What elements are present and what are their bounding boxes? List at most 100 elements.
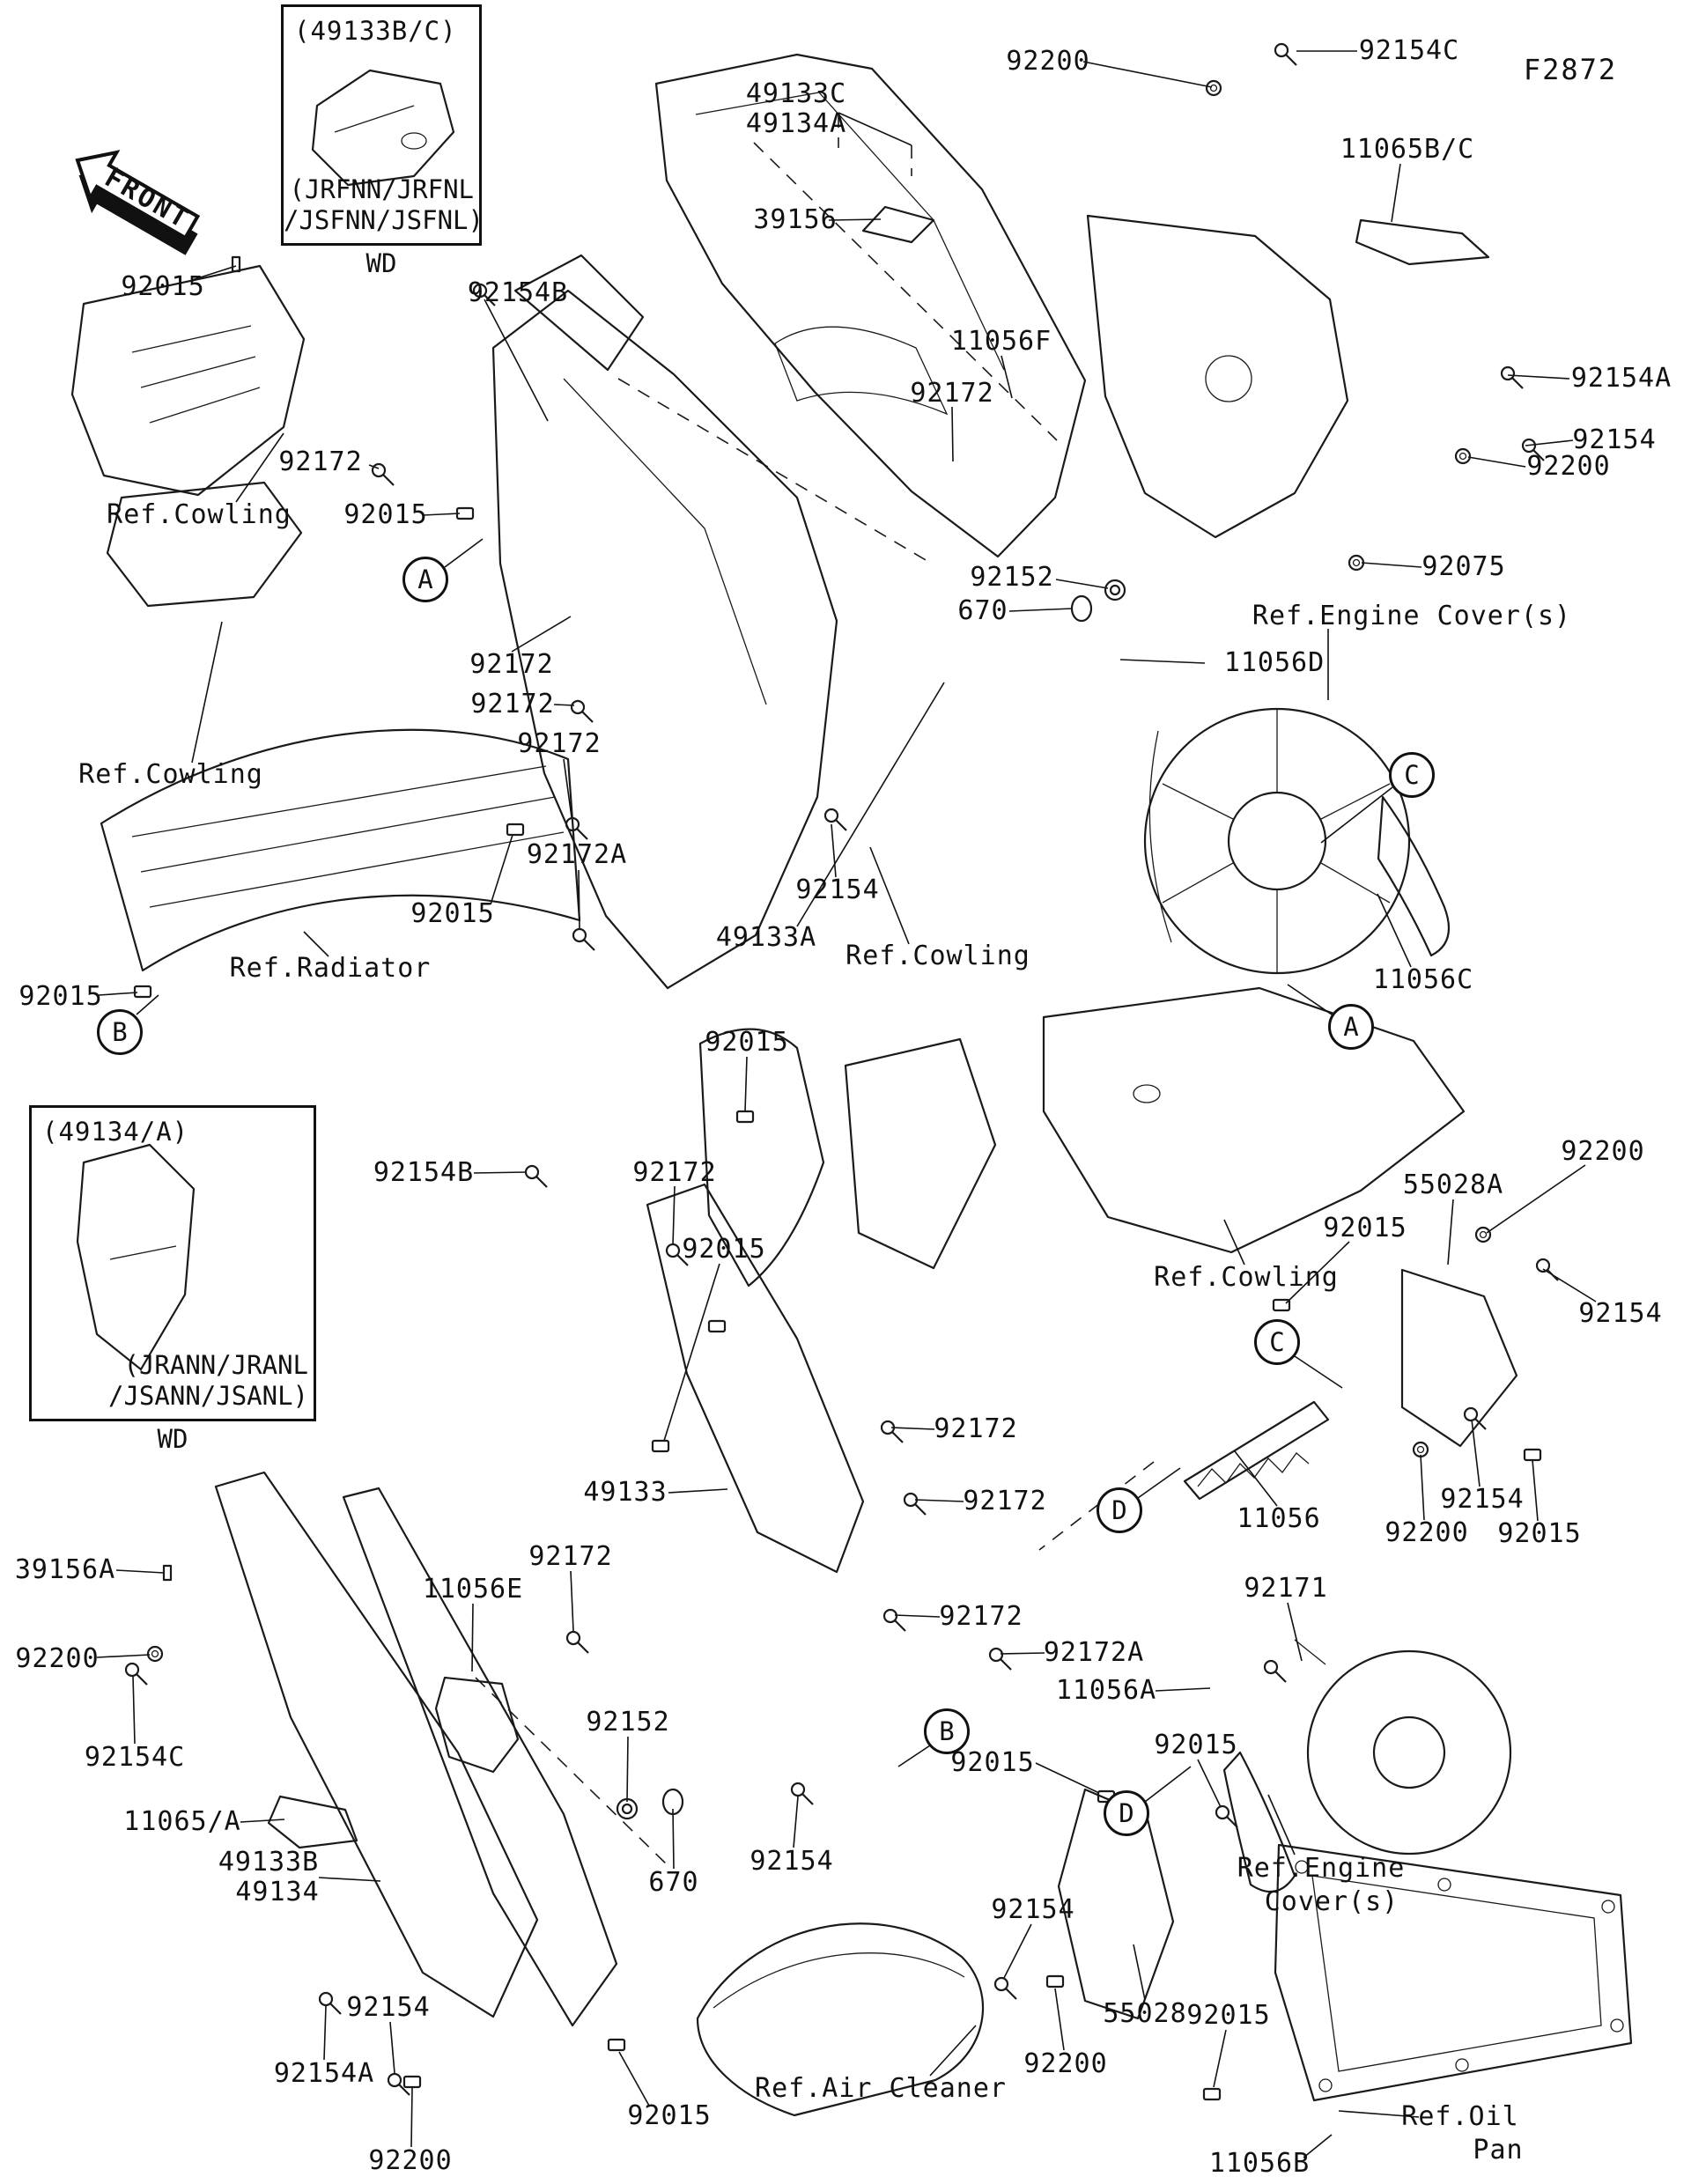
upper-cowl-drawing [654, 53, 1087, 558]
ref-label: Ref.Cowling [1154, 1262, 1339, 1293]
screw-icon [903, 1492, 927, 1516]
part-label: 49133 [583, 1477, 668, 1508]
part-label: 49134 [235, 1877, 320, 1907]
part-label: 11056E [422, 1574, 524, 1605]
part-label: 55028A [1402, 1169, 1504, 1200]
part-label: 92015 [1154, 1730, 1238, 1760]
clip-icon [162, 1564, 173, 1582]
part-label: 92015 [1497, 1518, 1582, 1549]
part-label: 11065/A [123, 1806, 241, 1837]
strip-11056-drawing [1183, 1400, 1330, 1501]
screw-icon [387, 2072, 410, 2096]
bushing-icon [1523, 1448, 1542, 1462]
screw-icon [880, 1420, 904, 1443]
part-label: 92154 [1578, 1298, 1663, 1329]
ring-icon [661, 1788, 684, 1816]
screw-icon [565, 816, 588, 840]
part-label: 92172 [963, 1486, 1047, 1516]
part-label: 49133B [218, 1847, 320, 1878]
screw-icon [565, 1630, 589, 1654]
bracket-11056e-drawing [434, 1676, 520, 1774]
vent-cowl-drawing [70, 264, 306, 497]
part-label: 92015 [343, 499, 428, 530]
part-label: 11056D [1223, 647, 1325, 678]
bushing-icon [735, 1110, 755, 1124]
lower-cowl-49133-drawing [646, 1183, 865, 1574]
part-label: 92154 [795, 874, 880, 905]
screw-icon [570, 699, 594, 723]
bushing-icon [133, 985, 152, 999]
screw-icon [524, 1164, 548, 1188]
part-label: 49133C [745, 78, 847, 109]
inset-variants: (JRANN/JRANL /JSANN/JSANL) [108, 1350, 308, 1412]
callout-B: B [924, 1708, 970, 1754]
part-label: 92154C [1358, 35, 1460, 66]
part-label: 11056B [1208, 2148, 1311, 2179]
bushing-icon [1202, 2087, 1222, 2101]
screw-icon [988, 1647, 1012, 1671]
bushing-icon [1045, 1974, 1065, 1988]
part-label: 670 [957, 595, 1008, 626]
part-label: 92200 [15, 1643, 100, 1674]
part-label: 92172 [632, 1157, 717, 1188]
engine-cover-drawing [1143, 707, 1411, 975]
part-label: 92172 [910, 378, 994, 409]
part-label: 49133A [715, 922, 817, 953]
ref-label: Ref.Cowling [78, 759, 263, 790]
inset-box-49134a: (49134/A) (JRANN/JRANL /JSANN/JSANL) WD [29, 1105, 316, 1454]
screw-icon [882, 1608, 906, 1632]
part-label: 55028 [1103, 1998, 1187, 2029]
part-label: 11056 [1237, 1503, 1321, 1534]
part-label: 92154B [467, 277, 569, 308]
part-label: 92152 [970, 562, 1054, 593]
inset1-sketch [311, 69, 455, 187]
mid-cowl-pieces-drawing [698, 1028, 997, 1288]
leader-lines [96, 50, 1597, 2158]
nut-icon [1474, 1226, 1492, 1243]
screw-icon [1274, 42, 1297, 66]
alternator-cover-drawing [1294, 1639, 1512, 1856]
part-label: 92172 [934, 1413, 1018, 1444]
front-arrow-icon: FRONT [75, 150, 201, 255]
part-label: 92154A [273, 2058, 375, 2089]
winglet-11065bc-drawing [1355, 218, 1490, 266]
inset-title: (49133B/C) [294, 16, 457, 46]
ref-label: Ref.Cowling [107, 499, 292, 530]
nut-icon [1348, 554, 1365, 572]
upper-right-stay-drawing [1086, 214, 1349, 539]
screw-icon [1535, 1258, 1559, 1281]
oil-pan-drawing [1274, 1843, 1633, 2102]
screw-icon [472, 283, 496, 306]
part-label: 92015 [1186, 2000, 1271, 2031]
part-label: 92154C [84, 1742, 186, 1773]
nut-icon [1412, 1441, 1429, 1458]
part-label: 92200 [1561, 1136, 1645, 1167]
ring-icon [1070, 594, 1093, 623]
nut-icon [146, 1645, 164, 1663]
callout-C: C [1389, 752, 1435, 798]
part-label: 92154B [373, 1157, 475, 1188]
nut-icon [1454, 447, 1472, 465]
part-label: 92172 [517, 728, 602, 759]
bushing-icon [506, 823, 525, 837]
part-label: 39156 [753, 204, 838, 235]
ref-label: Ref.Oil [1401, 2101, 1519, 2132]
screw-icon [318, 1991, 342, 2015]
figure-code: F2872 [1523, 53, 1618, 86]
callout-A: A [402, 557, 448, 602]
construction-lines [475, 114, 1155, 1868]
inset-variants: (JRFNN/JRFNL /JSFNN/JSFNL) [284, 174, 484, 236]
part-label: 92154 [346, 1992, 431, 2023]
ref-label: Ref.Cowling [846, 941, 1030, 971]
part-label: 92171 [1244, 1573, 1328, 1604]
part-label: 92172A [1043, 1637, 1145, 1668]
cover-11065a-drawing [267, 1795, 358, 1849]
part-label: 92015 [410, 898, 495, 929]
part-label: 92015 [18, 981, 103, 1012]
inset-footnote: WD [366, 248, 397, 278]
bushing-icon [651, 1439, 670, 1453]
ref-label: Ref.Radiator [229, 953, 432, 984]
part-label: 92200 [1023, 2048, 1108, 2079]
screw-icon [1521, 438, 1545, 461]
screw-icon [1215, 1804, 1238, 1828]
